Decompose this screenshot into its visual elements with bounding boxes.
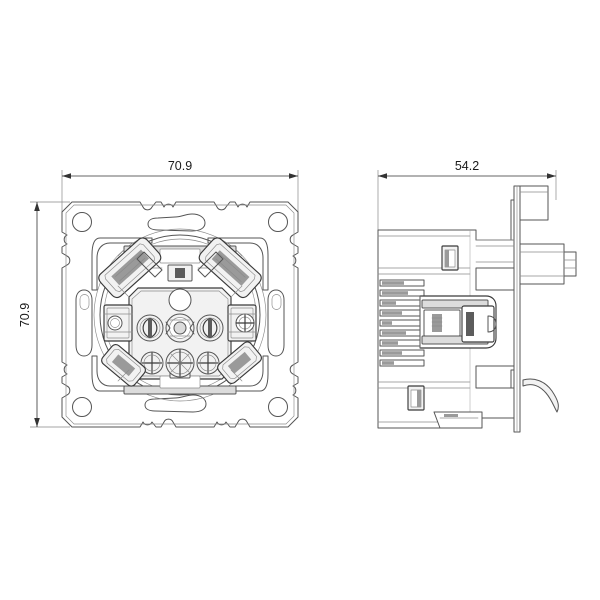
front-bezel-block: [519, 243, 577, 285]
screw-hole-bottom-right: [268, 397, 288, 417]
terminal-screws-upper: [136, 313, 224, 343]
corner-brackets: [91, 237, 269, 392]
terminal-block-left: [103, 304, 133, 342]
expanding-claw-upper-left: [98, 237, 163, 299]
screw-hole-top-left: [72, 212, 92, 232]
corner-screw-holes: [72, 212, 288, 417]
side-view: 54.2: [377, 159, 577, 433]
expanding-claw-lower-right: [217, 341, 262, 385]
expanding-claw-upper-right: [197, 237, 262, 299]
terminal-screw: [140, 351, 164, 375]
front-height-label: 70.9: [18, 303, 32, 327]
housing-window-lower: [407, 385, 425, 411]
expanding-claw-lower-left: [101, 343, 146, 387]
side-depth-extension-lines: [377, 170, 557, 232]
front-view: 70.9 70.9: [18, 159, 299, 428]
housing-window-upper: [441, 245, 459, 271]
terminal-screw: [136, 314, 164, 342]
front-width-dimension: 70.9: [62, 159, 298, 179]
slot-bottom: [144, 394, 207, 413]
terminal-screw: [196, 314, 224, 342]
body-detail-lines: [117, 249, 243, 382]
side-adjustment-slots: [75, 289, 285, 357]
claw-arm: [522, 378, 559, 413]
terminal-screw: [196, 351, 220, 375]
side-depth-dimension: 54.2: [378, 159, 556, 179]
slot-right: [267, 289, 285, 357]
terminal-screws-lower: [140, 348, 220, 378]
keyhole-slots: [144, 213, 207, 413]
terminal-screw: [165, 348, 195, 378]
side-depth-label: 54.2: [455, 159, 479, 173]
terminal-block-right: [227, 304, 257, 342]
screw-hole-top-right: [268, 212, 288, 232]
terminal-screw: [165, 313, 195, 343]
slot-top: [147, 213, 206, 232]
front-width-extension-lines: [61, 170, 299, 212]
terminal-mechanism: [419, 295, 497, 349]
ventilation-slots: [379, 279, 425, 367]
front-width-label: 70.9: [168, 159, 192, 173]
top-detail-lines: [475, 239, 515, 263]
bottom-flange: [433, 411, 483, 429]
front-height-dimension: 70.9: [18, 202, 40, 427]
screw-hole-bottom-left: [72, 397, 92, 417]
centre-aperture: [168, 288, 192, 312]
slot-left: [75, 289, 93, 357]
